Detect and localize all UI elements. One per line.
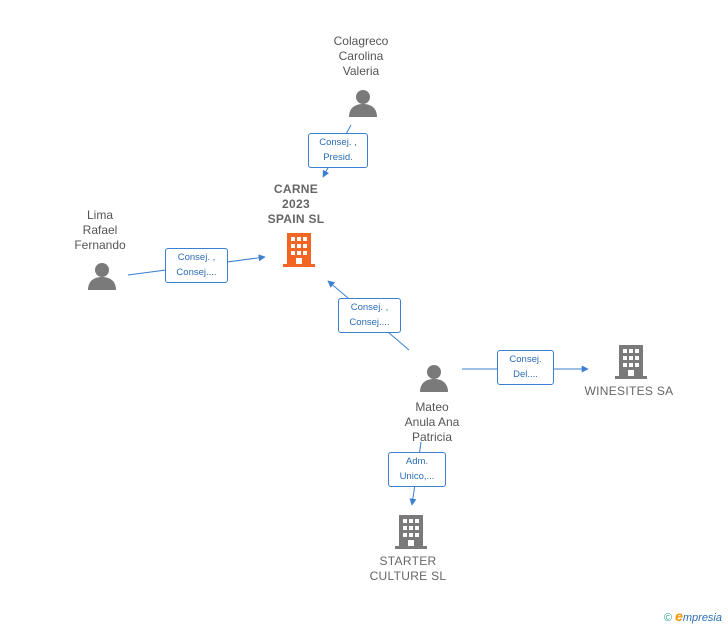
person-icon[interactable] [87,262,117,295]
person-icon[interactable] [348,89,378,122]
person-name-mateo[interactable]: Mateo Anula Ana Patricia [404,400,460,444]
relation-badge-mateo-carne[interactable]: Consej. , Consej.... [338,298,401,333]
copyright-symbol: © [663,612,673,624]
person-name-colagreco[interactable]: Colagreco Carolina Valeria [333,34,389,78]
relation-badge-mateo-winesites[interactable]: Consej. Del.... [497,350,554,385]
brand-e: e [675,608,683,624]
building-icon[interactable] [615,345,647,384]
brand-text: mpresia [682,612,722,624]
person-icon[interactable] [419,364,449,397]
empresia-logo: © empresia [664,608,722,624]
building-icon[interactable] [283,233,315,272]
person-name-lima[interactable]: Lima Rafael Fernando [74,208,126,252]
company-name-winesites[interactable]: WINESITES SA [584,384,674,398]
company-name-starter[interactable]: STARTER CULTURE SL [369,554,447,583]
building-icon[interactable] [395,515,427,554]
relation-badge-mateo-starter[interactable]: Adm. Unico,... [388,452,446,487]
relation-badge-colagreco-carne[interactable]: Consej. , Presid. [308,133,368,168]
company-name-carne[interactable]: CARNE 2023 SPAIN SL [267,182,325,226]
relation-badge-lima-carne[interactable]: Consej. , Consej.... [165,248,228,283]
